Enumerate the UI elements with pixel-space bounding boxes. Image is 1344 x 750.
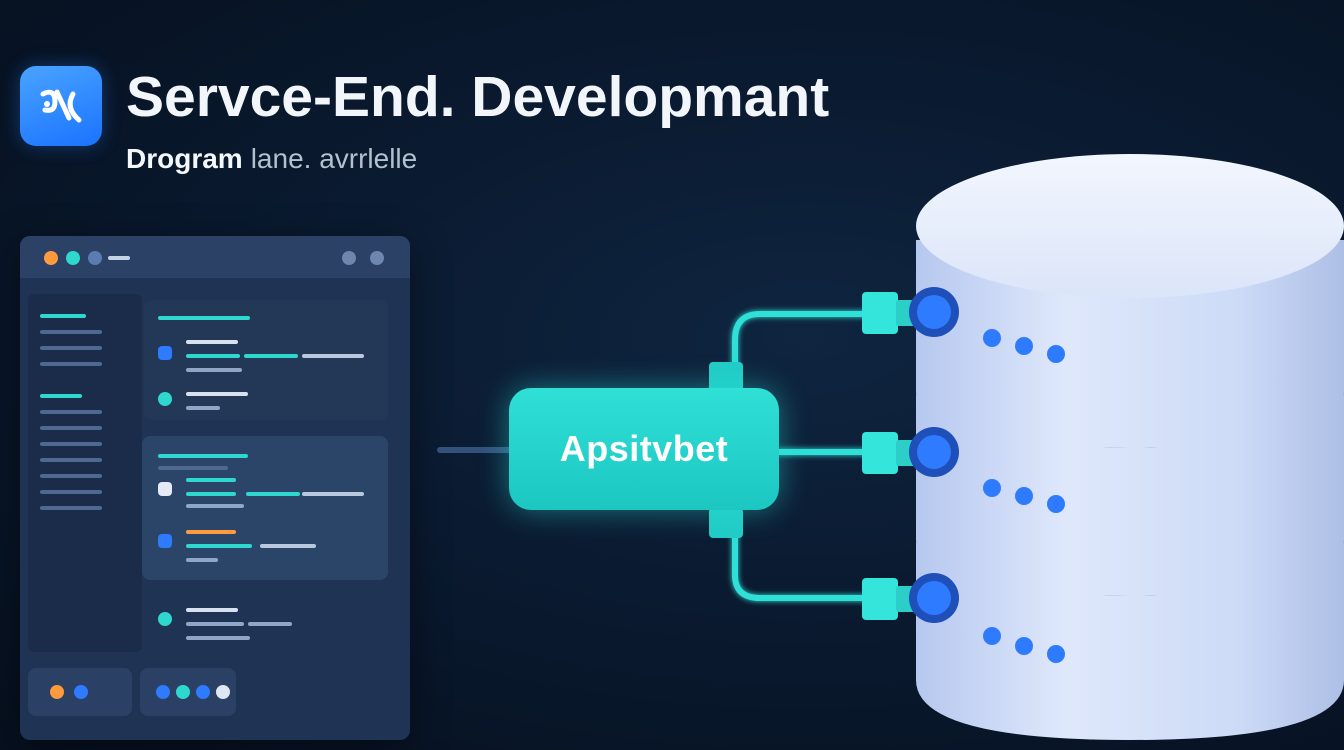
junction-bottom (709, 508, 743, 538)
sidebar-item[interactable] (40, 362, 102, 366)
disc-middle-led (983, 479, 1001, 497)
footer-dot-blue (196, 685, 210, 699)
row-line (186, 354, 240, 358)
row-line (186, 558, 218, 562)
disc-bottom-led (983, 627, 1001, 645)
row-badge-icon (158, 482, 172, 496)
card-heading-line (158, 316, 250, 320)
disc-top-led (1015, 337, 1033, 355)
disc-bottom-led (1015, 637, 1033, 655)
database-port-top (909, 287, 959, 337)
subtitle-strong: Drogram (126, 143, 243, 174)
footer-dot-white (216, 685, 230, 699)
footer-dot-blue (74, 685, 88, 699)
sidebar-item[interactable] (40, 426, 102, 430)
disc-top-led (1047, 345, 1065, 363)
footer-dot-orange (50, 685, 64, 699)
footer-left-panel[interactable] (28, 668, 132, 716)
row-line (244, 354, 298, 358)
footer-dot-teal (176, 685, 190, 699)
footer-dot-blue (156, 685, 170, 699)
sidebar-item[interactable] (40, 410, 102, 414)
row-line (302, 354, 364, 358)
sidebar-item[interactable] (40, 346, 102, 350)
list-line (186, 622, 244, 626)
sidebar-item[interactable] (40, 314, 86, 318)
row-line (186, 504, 244, 508)
row-line (302, 492, 364, 496)
footer-right-panel[interactable] (140, 668, 236, 716)
page-title: Servce-End. Developmant (126, 65, 830, 129)
app-logo (20, 66, 102, 146)
row-line (186, 492, 236, 496)
card-heading-line (158, 454, 248, 458)
subtitle-light: lane. avrrlelle (250, 143, 418, 174)
disc-middle-led (1047, 495, 1065, 513)
browser-title-bar (20, 236, 410, 278)
list-line (186, 608, 238, 612)
sidebar-item[interactable] (40, 458, 102, 462)
list-line (186, 636, 250, 640)
window-control-dot[interactable] (342, 251, 356, 265)
window-dot-orange[interactable] (44, 251, 58, 265)
database-port-middle (909, 427, 959, 477)
row-badge-icon (158, 346, 172, 360)
card-sub-line (158, 466, 228, 470)
sidebar-panel (28, 294, 142, 652)
window-control-dot[interactable] (370, 251, 384, 265)
code-glyph-icon (40, 89, 82, 123)
address-placeholder (108, 256, 130, 260)
row-status-icon (158, 392, 172, 406)
api-gateway-box[interactable]: Apsitvbet (509, 388, 779, 510)
sidebar-item[interactable] (40, 506, 102, 510)
sidebar-item[interactable] (40, 474, 102, 478)
row-line (246, 492, 300, 496)
disc-middle-led (1015, 487, 1033, 505)
row-line (186, 368, 242, 372)
lower-connector-line (732, 510, 870, 601)
row-line (186, 340, 238, 344)
junction-top (709, 362, 743, 392)
window-dot-teal[interactable] (66, 251, 80, 265)
row-line (186, 530, 236, 534)
sidebar-item[interactable] (40, 330, 102, 334)
list-line (248, 622, 292, 626)
row-line (186, 478, 236, 482)
browser-window (20, 236, 410, 740)
content-card[interactable] (144, 300, 388, 420)
row-line (186, 406, 220, 410)
window-dot-gray[interactable] (88, 251, 102, 265)
list-status-icon (158, 612, 172, 626)
sidebar-item[interactable] (40, 394, 82, 398)
upper-connector-line (732, 311, 870, 390)
api-gateway-label: Apsitvbet (559, 428, 729, 469)
content-card-selected[interactable] (142, 436, 388, 580)
disc-top-led (983, 329, 1001, 347)
row-line (186, 544, 252, 548)
row-badge-icon (158, 534, 172, 548)
row-line (186, 392, 248, 396)
row-line (260, 544, 316, 548)
database-disc-top (916, 154, 1344, 448)
disc-bottom-led (1047, 645, 1065, 663)
database-port-bottom (909, 573, 959, 623)
sidebar-item[interactable] (40, 442, 102, 446)
sidebar-item[interactable] (40, 490, 102, 494)
